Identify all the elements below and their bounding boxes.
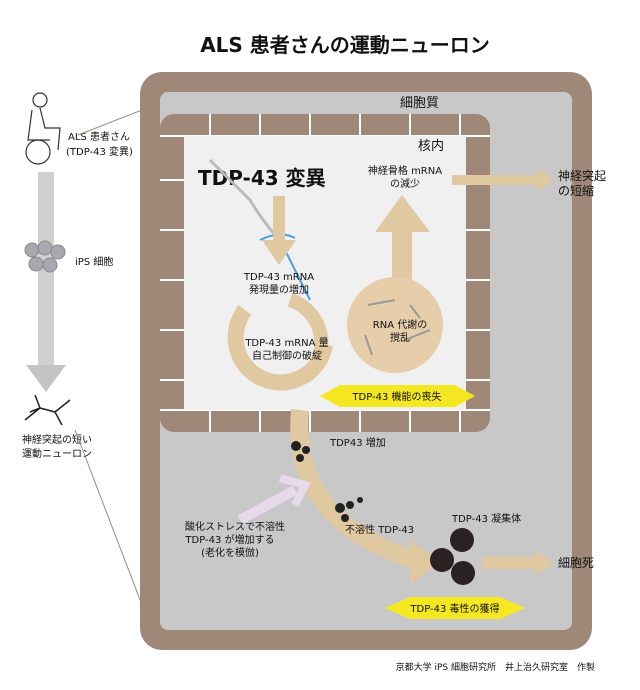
dna-strand xyxy=(208,158,282,242)
gain-of-toxicity-label: TDP-43 毒性の獲得 xyxy=(409,602,499,615)
patient-icon xyxy=(25,92,61,165)
rna-metabolism-disruption xyxy=(347,277,443,373)
oxidative-stress-label: 酸化ストレスで不溶性 xyxy=(185,520,285,533)
mrna-increase-sublabel: 発現量の増加 xyxy=(249,283,309,296)
zoom-line-top xyxy=(77,109,143,136)
mutation-label: TDP-43 変異 xyxy=(198,166,326,190)
cytoskeleton-mrna-label: 神経骨格 mRNA xyxy=(368,164,442,177)
credit-text: 京都大学 iPS 細胞研究所 井上治久研究室 作製 xyxy=(396,661,595,673)
aggregate-icon xyxy=(430,528,475,585)
neuron-icon xyxy=(24,394,71,426)
insoluble-tdp43-icon xyxy=(335,497,363,522)
diagram-title: ALS 患者さんの運動ニューロン xyxy=(200,33,490,57)
aging-note: (老化を模倣) xyxy=(201,546,259,559)
mrna-increase-label: TDP-43 mRNA xyxy=(243,272,314,283)
tdp43-increase-label: TDP43 増加 xyxy=(329,436,386,449)
rna-metabolism-sublabel: 撹乱 xyxy=(390,331,410,344)
oxidative-stress-sublabel: TDP-43 が増加する xyxy=(184,533,274,546)
ips-cells-icon xyxy=(24,240,66,273)
rna-metabolism-label: RNA 代謝の xyxy=(373,318,427,331)
process-arrow xyxy=(26,172,66,392)
loss-of-function-label: TDP-43 機能の喪失 xyxy=(351,390,441,403)
gain-of-toxicity-badge xyxy=(385,597,525,619)
ips-label: iPS 細胞 xyxy=(75,255,113,268)
autoregulation-label: TDP-43 mRNA 量 xyxy=(244,337,328,349)
autoregulation-sublabel: 自己制御の破綻 xyxy=(252,349,322,362)
zoom-line-bottom xyxy=(74,429,143,606)
aggregate-label: TDP-43 凝集体 xyxy=(451,512,521,525)
tdp43-protein-icon xyxy=(291,441,310,462)
flow-arrows xyxy=(227,168,553,585)
loss-of-function-badge xyxy=(320,385,475,407)
neuron-sublabel: 運動ニューロン xyxy=(22,447,92,460)
cell-death-label: 細胞死 xyxy=(558,556,594,570)
insoluble-tdp43-label: 不溶性 TDP-43 xyxy=(345,523,414,536)
cytoplasm-label: 細胞質 xyxy=(400,96,439,111)
patient-label: ALS 患者さん xyxy=(68,131,130,143)
nucleus-label: 核内 xyxy=(418,138,444,154)
rna-fragments xyxy=(364,299,431,356)
neuron-label: 神経突起の短い xyxy=(22,433,92,446)
neurite-shortening-sublabel: の短縮 xyxy=(558,183,594,198)
patient-sublabel: (TDP-43 変異) xyxy=(66,145,133,158)
cytoskeleton-mrna-sublabel: の減少 xyxy=(390,177,420,190)
neurite-shortening-label: 神経突起 xyxy=(558,168,606,183)
oxidative-stress-arrow xyxy=(237,474,311,525)
